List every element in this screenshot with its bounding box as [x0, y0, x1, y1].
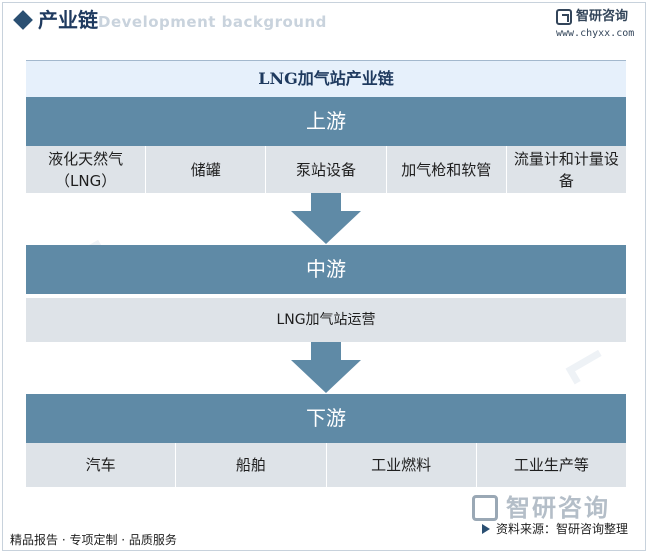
downstream-item: 船舶	[176, 443, 327, 487]
down-arrow-icon	[291, 342, 361, 393]
footer-services: 精品报告 · 专项定制 · 品质服务	[10, 533, 177, 547]
header-background-text: Development background	[98, 13, 327, 31]
triangle-icon	[482, 524, 490, 534]
page-title: 产业链	[38, 8, 98, 32]
stage-upstream: 上游	[26, 97, 626, 146]
down-arrow-icon	[291, 193, 361, 244]
midstream-item: LNG加气站运营	[26, 298, 626, 342]
diagram-title: LNG加气站产业链	[26, 60, 626, 97]
downstream-item: 工业生产等	[513, 456, 589, 474]
footer-brand-name: 智研咨询	[506, 494, 610, 522]
brand-url: www.chyxx.com	[556, 28, 635, 39]
upstream-item: 储罐	[146, 146, 267, 193]
upstream-item: 加气枪和软管	[387, 146, 507, 193]
stage-downstream: 下游	[26, 394, 626, 443]
downstream-items: 汽车 船舶 工业燃料 工业生产等	[26, 443, 626, 487]
brand-logo-icon	[556, 9, 572, 25]
footer-brand-logo-icon	[472, 495, 498, 521]
source-text: 资料来源：智研咨询整理	[496, 522, 629, 536]
upstream-item: 液化天然气（LNG）	[26, 146, 147, 193]
upstream-item: 泵站设备	[266, 146, 387, 193]
upstream-item: 流量计和计量设备	[513, 149, 619, 190]
source-note: 资料来源：智研咨询整理	[482, 519, 646, 539]
downstream-item: 汽车	[26, 443, 177, 487]
stage-midstream: 中游	[26, 245, 626, 294]
downstream-item: 工业燃料	[327, 443, 477, 487]
brand-name: 智研咨询	[576, 9, 629, 24]
upstream-items: 液化天然气（LNG） 储罐 泵站设备 加气枪和软管 流量计和计量设备	[26, 146, 626, 193]
